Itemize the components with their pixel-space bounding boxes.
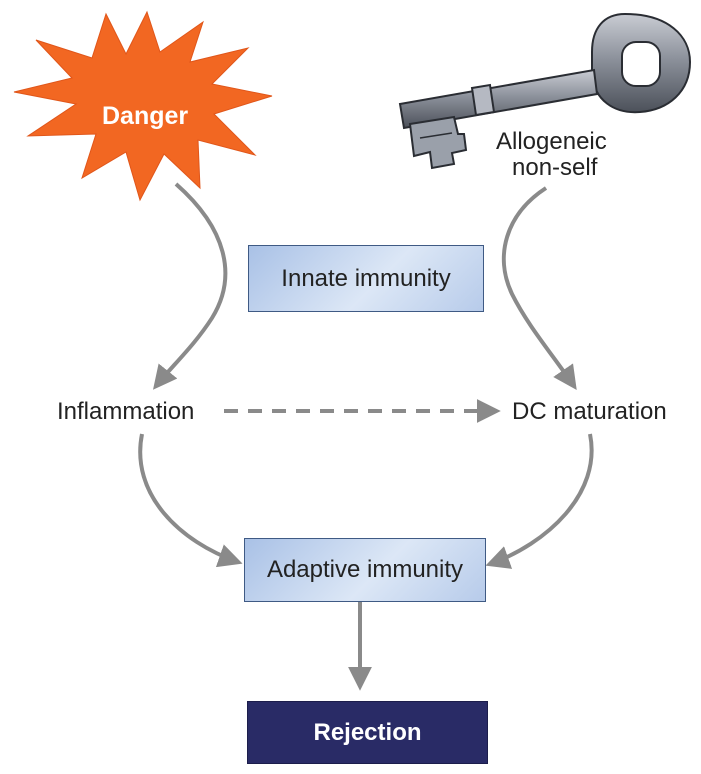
inflammation-label: Inflammation <box>57 398 195 425</box>
innate-immunity-box: Innate immunity <box>248 245 484 312</box>
arrow-danger-to-inflammation <box>153 182 228 390</box>
dc-maturation-label: DC maturation <box>512 398 667 425</box>
innate-immunity-label: Innate immunity <box>281 264 451 292</box>
allogeneic-label-line2: non-self <box>512 154 598 181</box>
adaptive-immunity-box: Adaptive immunity <box>244 538 486 602</box>
arrow-dc-maturation-to-adaptive <box>485 433 594 569</box>
rejection-label: Rejection <box>313 718 422 746</box>
starburst-icon <box>13 10 273 202</box>
arrow-inflammation-to-adaptive <box>138 433 243 568</box>
key-icon <box>398 12 692 170</box>
danger-label: Danger <box>102 102 189 130</box>
adaptive-immunity-label: Adaptive immunity <box>266 556 464 583</box>
rejection-box: Rejection <box>247 701 488 764</box>
allogeneic-label-line1: Allogeneic <box>496 128 607 155</box>
arrow-allogeneic-to-dc-maturation <box>501 186 577 390</box>
